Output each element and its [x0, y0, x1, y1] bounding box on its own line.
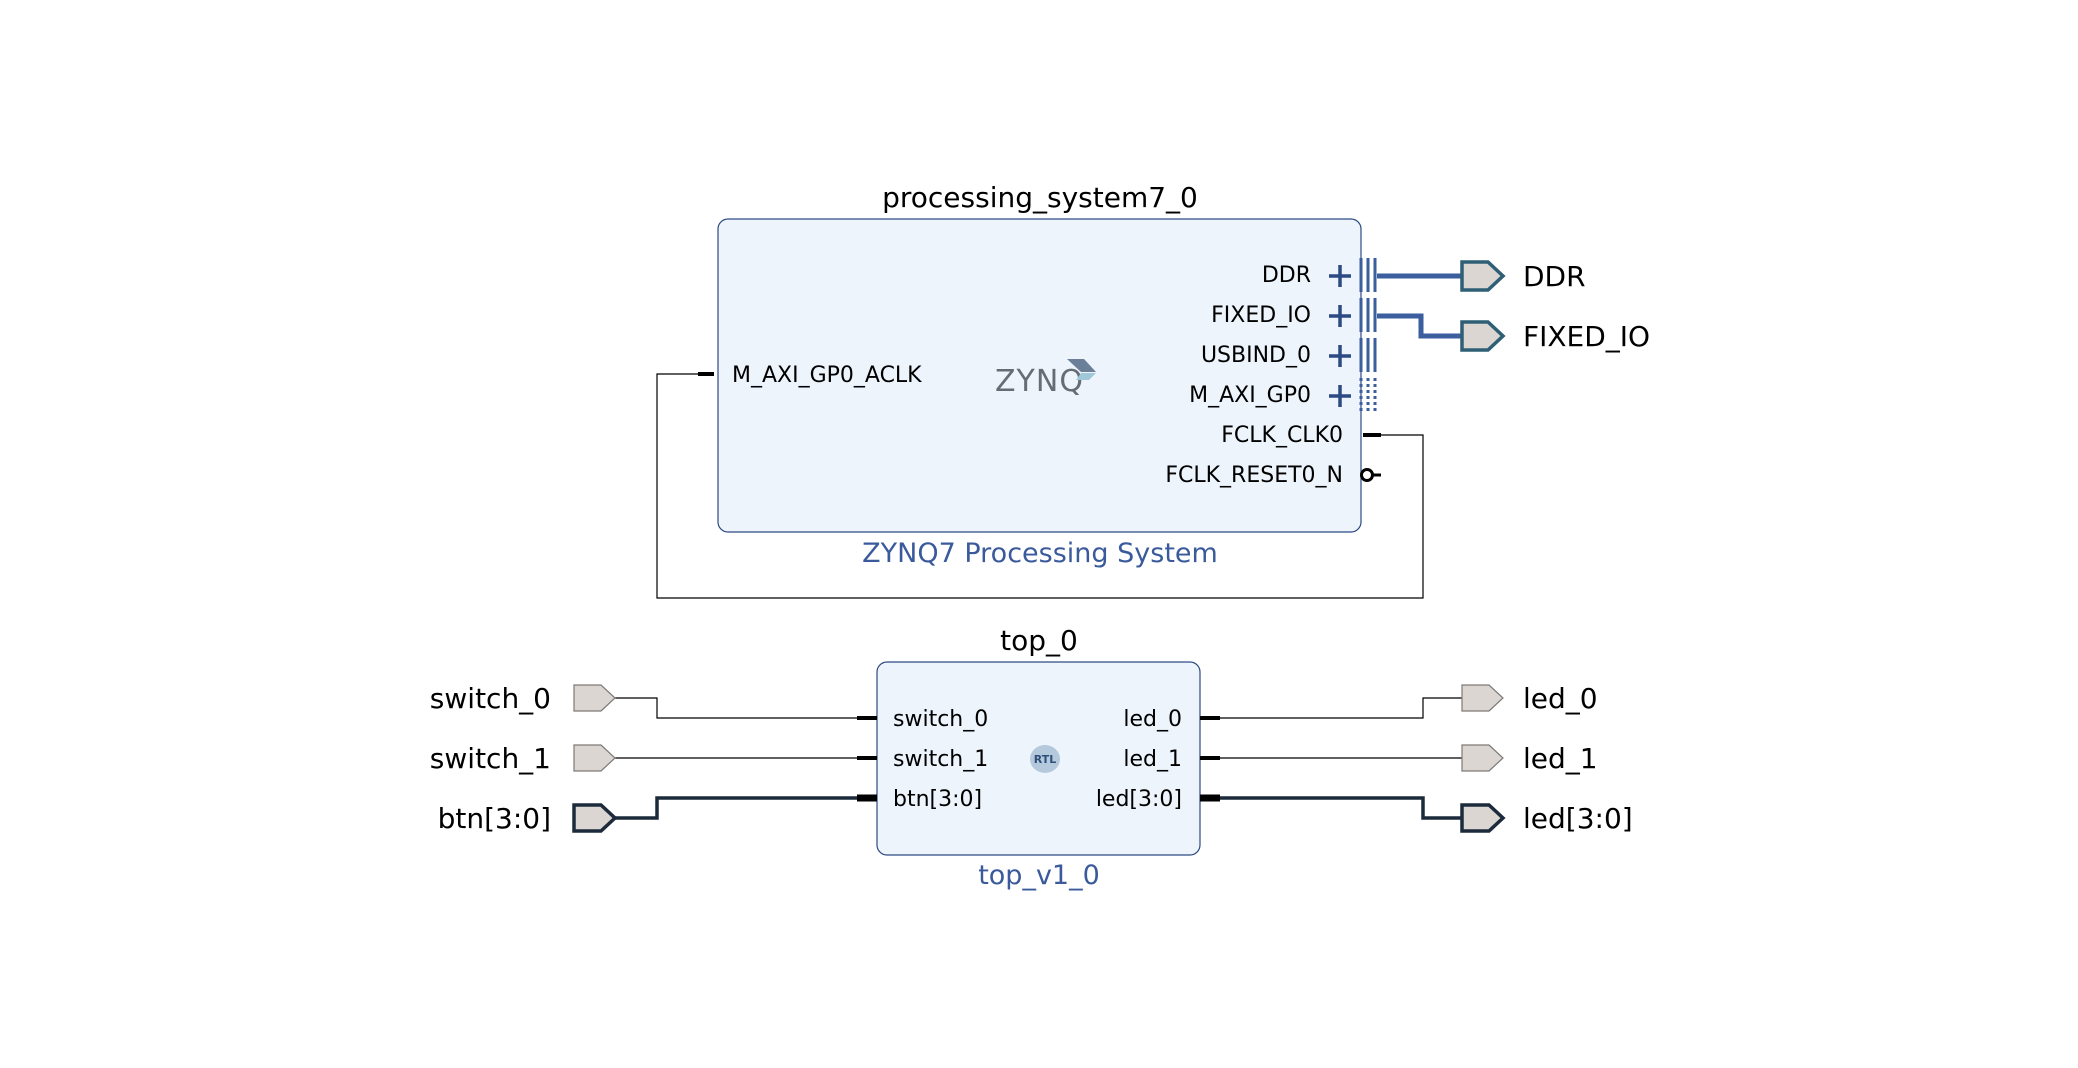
ext-port-fixed-io: FIXED_IO	[1523, 320, 1650, 353]
top-port-btn: btn[3:0]	[893, 787, 982, 812]
ext-port-btn: btn[3:0]	[438, 802, 551, 835]
ext-port-switch-1: switch_1	[430, 742, 551, 775]
led-0-external-port-icon[interactable]	[1461, 684, 1504, 712]
led-bus-external-port-icon[interactable]	[1460, 803, 1506, 833]
zynq-logo-text: ZYNQ	[995, 364, 1084, 399]
ext-port-switch-0: switch_0	[430, 682, 551, 715]
ps-block-body[interactable]	[717, 218, 1362, 533]
ext-port-led-0: led_0	[1523, 682, 1598, 715]
usbind-interface-pin-icon[interactable]	[1359, 338, 1377, 372]
led-bus-net[interactable]	[1220, 796, 1462, 820]
fclk-reset0-n-inverted-pin-icon[interactable]	[1360, 468, 1382, 482]
ps-port-ddr: DDR	[1262, 263, 1311, 288]
switch-1-external-port-icon[interactable]	[573, 744, 616, 772]
top-instance-name: top_0	[1000, 624, 1078, 657]
top-block[interactable]: top_0 RTL switch_0 switch_1 btn[3:0] led…	[857, 624, 1220, 891]
m-axi-gp0-interface-pin-icon[interactable]	[1359, 378, 1377, 412]
expand-ddr-icon[interactable]	[1329, 265, 1351, 287]
rtl-badge-icon: RTL	[1030, 745, 1060, 773]
btn-external-port-icon[interactable]	[572, 803, 618, 833]
rtl-badge-text: RTL	[1034, 753, 1057, 766]
ext-port-led-1: led_1	[1523, 742, 1598, 775]
ext-port-led-bus: led[3:0]	[1523, 802, 1633, 835]
fclk-clk0-net[interactable]	[656, 373, 1424, 599]
expand-m-axi-gp0-icon[interactable]	[1329, 385, 1351, 407]
top-port-led-bus: led[3:0]	[1096, 787, 1182, 812]
led-0-net[interactable]	[1220, 697, 1462, 719]
switch-0-external-port-icon[interactable]	[573, 684, 616, 712]
ps-instance-name: processing_system7_0	[882, 181, 1198, 214]
ps-port-m-axi-gp0: M_AXI_GP0	[1189, 383, 1311, 408]
ddr-interface-pin-icon[interactable]	[1359, 258, 1377, 292]
expand-usbind-icon[interactable]	[1329, 345, 1351, 367]
fixed-io-external-port-icon[interactable]	[1460, 320, 1506, 352]
zynq-logo-icon: ZYNQ	[995, 359, 1096, 399]
ps-port-m-axi-gp0-aclk: M_AXI_GP0_ACLK	[732, 363, 922, 388]
top-ip-name: top_v1_0	[978, 860, 1100, 891]
ps-ip-name: ZYNQ7 Processing System	[862, 538, 1218, 569]
ps-port-fixed-io: FIXED_IO	[1211, 303, 1311, 328]
expand-fixed-io-icon[interactable]	[1329, 305, 1351, 327]
switch-0-net[interactable]	[615, 697, 857, 719]
processing-system-block[interactable]: processing_system7_0 ZYNQ M_AXI_GP0_ACLK…	[698, 181, 1381, 569]
btn-net[interactable]	[615, 796, 857, 820]
ddr-external-port-icon[interactable]	[1460, 260, 1506, 292]
ps-port-fclk-reset0-n: FCLK_RESET0_N	[1165, 463, 1343, 488]
ps-port-fclk-clk0: FCLK_CLK0	[1221, 423, 1343, 448]
fixed-io-interface-pin-icon[interactable]	[1359, 298, 1377, 332]
ext-port-ddr: DDR	[1523, 260, 1586, 293]
top-port-led-0: led_0	[1123, 707, 1182, 732]
top-port-led-1: led_1	[1123, 747, 1182, 772]
fixed-io-net[interactable]	[1377, 313, 1462, 339]
ps-port-usbind-0: USBIND_0	[1201, 343, 1311, 368]
led-1-external-port-icon[interactable]	[1461, 744, 1504, 772]
top-port-switch-0: switch_0	[893, 707, 988, 732]
top-port-switch-1: switch_1	[893, 747, 988, 772]
